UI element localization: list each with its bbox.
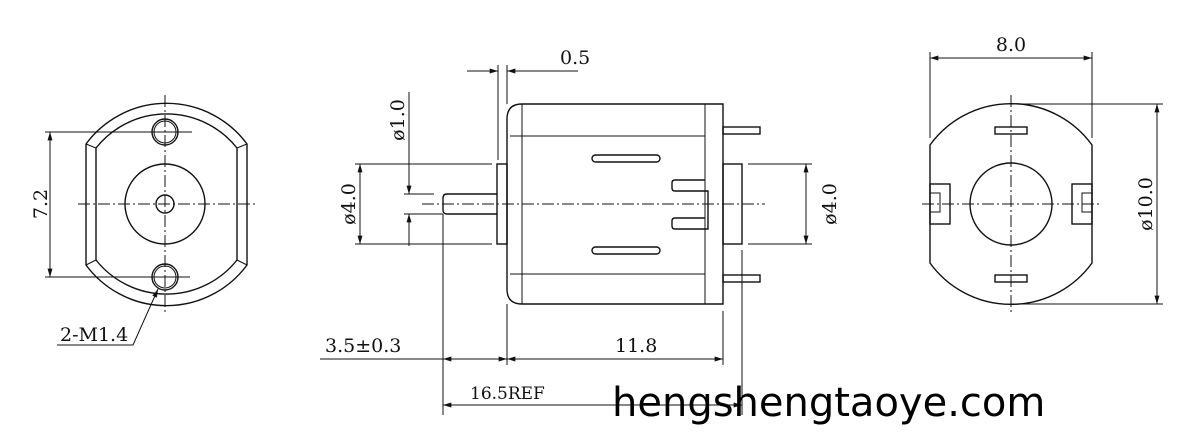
side-view: 0.5 ø1.0 ø4.0 ø4.0 3.5±0.3 11.8 16.5REF [320,47,841,415]
vent-slot-top [591,154,661,163]
body-diameter: ø10.0 [1135,177,1157,231]
pitch-dimension: 7.2 [30,189,52,219]
rear-cap-outline [929,103,1093,305]
hole-callout: 2-M1.4 [60,324,128,346]
terminal-pin-top [722,126,761,135]
shaft-length: 3.5±0.3 [325,335,401,357]
body-length: 11.8 [615,335,657,357]
flange-dimension: 0.5 [560,47,590,69]
front-boss-diameter: ø4.0 [338,183,360,225]
rear-end-view: 8.0 ø10.0 [922,34,1163,315]
shaft-diameter: ø1.0 [387,99,409,141]
front-end-view: 7.2 2-M1.4 [30,95,255,346]
terminal-bracket [671,179,709,230]
width-dimension: 8.0 [996,34,1026,56]
overall-length: 16.5REF [470,384,545,404]
watermark: hengshengtaoye.com [612,380,1045,426]
rear-boss-diameter: ø4.0 [819,183,841,225]
vent-slot-bottom [591,246,661,255]
hole-leader [57,288,159,346]
